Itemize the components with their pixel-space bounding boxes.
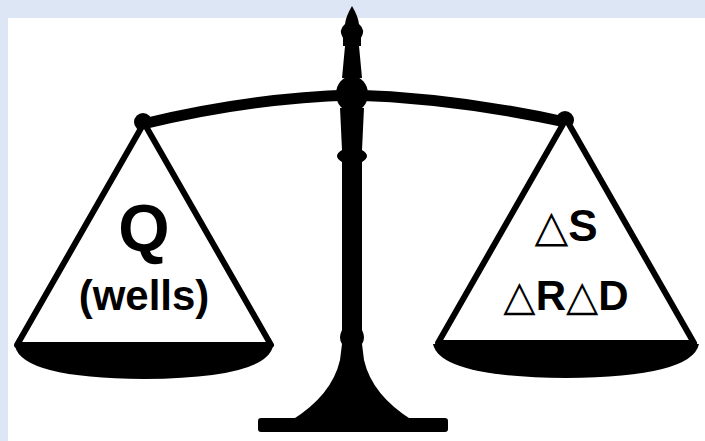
- pan-label: (wells): [14, 275, 274, 317]
- white-panel: [8, 18, 705, 441]
- finial: [341, 6, 363, 38]
- column: [292, 108, 412, 420]
- base-plate: [258, 418, 448, 432]
- pan-heading: △S: [435, 204, 697, 248]
- finial-collar: [343, 38, 361, 46]
- pan-label: △R△D: [435, 275, 697, 317]
- scale-pan: Q (wells): [14, 120, 274, 348]
- pan-bowl: [433, 344, 699, 378]
- pillar-top: [342, 46, 362, 78]
- pan-heading: Q: [14, 195, 274, 261]
- pan-bowl: [15, 346, 273, 379]
- pivot: [336, 76, 368, 112]
- scale-pan: △S △R△D: [435, 116, 697, 346]
